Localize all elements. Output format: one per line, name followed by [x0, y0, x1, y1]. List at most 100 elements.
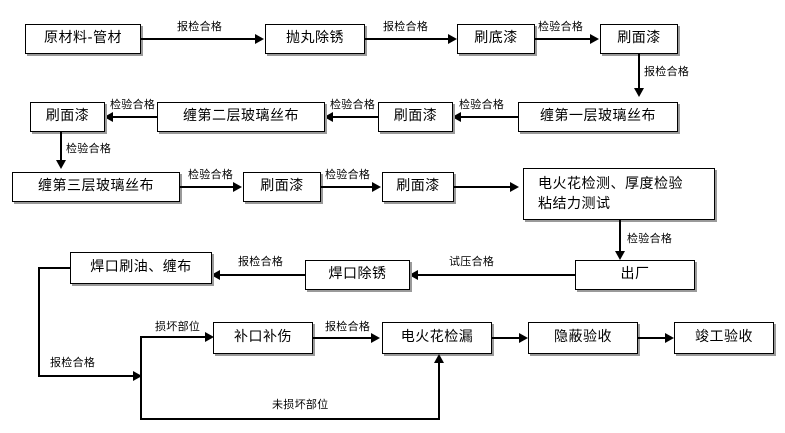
node-label: 抛丸除锈 [286, 30, 344, 47]
edge-label-e1: 报检合格 [177, 20, 223, 33]
connector-junction-vertical [140, 336, 142, 420]
arrowhead-n6-n7 [324, 112, 333, 122]
node-label: 补口补伤 [234, 329, 292, 346]
edge-label-e5: 检验合格 [459, 98, 505, 111]
node-label: 刷面漆 [45, 108, 90, 125]
node-shot-blasting[interactable]: 抛丸除锈 [265, 24, 365, 54]
node-topcoat-3[interactable]: 刷面漆 [30, 102, 105, 132]
node-label: 原材料-管材 [43, 30, 123, 47]
node-completion-acceptance[interactable]: 竣工验收 [674, 322, 774, 354]
arrowhead-n13-n14 [409, 270, 418, 280]
edge-label-e8: 检验合格 [66, 142, 112, 155]
edge-label-e4: 报检合格 [644, 65, 690, 78]
node-label-line-2: 粘结力测试 [538, 196, 611, 213]
edge-label-e16: 报检合格 [325, 320, 371, 333]
connector-junction-to-n16 [140, 336, 212, 338]
node-label: 隐蔽验收 [554, 329, 612, 346]
connector-n13-n14 [412, 274, 575, 276]
node-raw-material[interactable]: 原材料-管材 [25, 24, 141, 54]
connector-n4-n5 [638, 54, 640, 92]
connector-n16-n17 [313, 337, 377, 339]
edge-label-e9: 检验合格 [188, 168, 234, 181]
connector-n10-n11 [321, 186, 379, 188]
node-wrap-layer-2[interactable]: 缠第二层玻璃丝布 [157, 102, 325, 132]
arrowhead-n18-n19 [665, 333, 674, 343]
arrowhead-n7-n8 [104, 112, 113, 122]
node-topcoat-5[interactable]: 刷面漆 [382, 172, 454, 202]
node-label: 刷面漆 [396, 178, 440, 195]
node-label: 焊口刷油、缠布 [90, 259, 192, 276]
connector-n12-n13 [619, 220, 621, 255]
edge-label-e3: 检验合格 [538, 20, 584, 33]
connector-n9-n10 [180, 186, 240, 188]
connector-n15-down [38, 267, 40, 377]
node-spark-leak-test[interactable]: 电火花检漏 [382, 322, 492, 354]
connector-n5-n6 [455, 116, 518, 118]
node-wrap-layer-3[interactable]: 缠第三层玻璃丝布 [12, 172, 180, 202]
node-label: 出厂 [620, 266, 650, 283]
arrowhead-n11-n12 [510, 182, 519, 192]
node-weld-derusting[interactable]: 焊口除锈 [305, 260, 410, 290]
edge-label-e2: 报检合格 [383, 20, 429, 33]
edge-label-e15: 报检合格 [50, 356, 96, 369]
arrowhead-n17-n18 [519, 333, 528, 343]
arrowhead-n16-n17 [371, 333, 380, 343]
edge-label-e11: 检验合格 [627, 232, 673, 245]
connector-n15-to-junction [38, 375, 140, 377]
connector-n11-n12 [454, 186, 516, 188]
arrowhead-n3-n4 [590, 34, 599, 44]
node-topcoat-1[interactable]: 刷面漆 [600, 24, 678, 54]
edge-label-e7: 检验合格 [110, 98, 156, 111]
node-label: 缠第二层玻璃丝布 [183, 108, 299, 125]
node-label: 刷面漆 [617, 30, 661, 47]
node-label: 刷面漆 [393, 108, 438, 125]
arrowhead-n5-n6 [452, 112, 461, 122]
connector-n18-n19 [638, 337, 670, 339]
connector-n2-n3 [365, 38, 455, 40]
node-inspection-tests[interactable]: 电火花检测、厚度检验 粘结力测试 [523, 168, 715, 220]
edge-label-e14: 损坏部位 [155, 320, 201, 333]
arrowhead-junction-to-n16 [205, 332, 214, 342]
arrowhead-n9-n10 [233, 182, 242, 192]
node-primer-coat[interactable]: 刷底漆 [457, 24, 535, 54]
node-label: 刷面漆 [260, 178, 304, 195]
connector-n3-n4 [535, 38, 597, 40]
node-label: 缠第一层玻璃丝布 [540, 108, 656, 125]
connector-n1-n2 [141, 38, 258, 40]
node-label: 焊口除锈 [328, 266, 387, 283]
edge-label-e12: 试压合格 [449, 255, 495, 268]
arrowhead-n14-n15 [211, 270, 220, 280]
connector-bottom-loop-up [438, 362, 440, 420]
node-label: 竣工验收 [695, 329, 753, 346]
arrowhead-n12-n13 [615, 251, 625, 260]
arrowhead-n2-n3 [448, 34, 457, 44]
edge-label-e17: 未损坏部位 [272, 398, 329, 411]
arrowhead-n4-n5 [634, 88, 644, 97]
node-label: 缠第三层玻璃丝布 [38, 178, 154, 195]
arrowhead-n8-n9 [56, 160, 66, 169]
node-topcoat-2[interactable]: 刷面漆 [378, 102, 453, 132]
node-wrap-layer-1[interactable]: 缠第一层玻璃丝布 [518, 102, 678, 132]
arrowhead-n15-to-junction [133, 371, 142, 381]
connector-n15-left-stub [38, 267, 70, 269]
node-joint-repair[interactable]: 补口补伤 [213, 322, 313, 354]
connector-bottom-loop [140, 418, 440, 420]
connector-n6-n7 [327, 116, 378, 118]
edge-label-e13: 报检合格 [238, 255, 284, 268]
connector-n8-n9 [60, 132, 62, 164]
arrowhead-bottom-loop-to-n17 [434, 354, 444, 363]
connector-n14-n15 [214, 274, 305, 276]
node-concealed-acceptance[interactable]: 隐蔽验收 [528, 322, 638, 354]
node-topcoat-4[interactable]: 刷面漆 [243, 172, 321, 202]
node-factory-delivery[interactable]: 出厂 [575, 260, 695, 290]
node-label-line-1: 电火花检测、厚度检验 [538, 176, 683, 192]
node-weld-oiling-wrapping[interactable]: 焊口刷油、缠布 [70, 252, 212, 284]
connector-n17-n18 [492, 337, 524, 339]
edge-label-e6: 检验合格 [330, 98, 376, 111]
edge-label-e10: 检验合格 [325, 168, 371, 181]
arrowhead-n10-n11 [372, 182, 381, 192]
connector-n7-n8 [107, 116, 157, 118]
node-label: 刷底漆 [474, 30, 518, 47]
node-label: 电火花检漏 [400, 329, 474, 346]
